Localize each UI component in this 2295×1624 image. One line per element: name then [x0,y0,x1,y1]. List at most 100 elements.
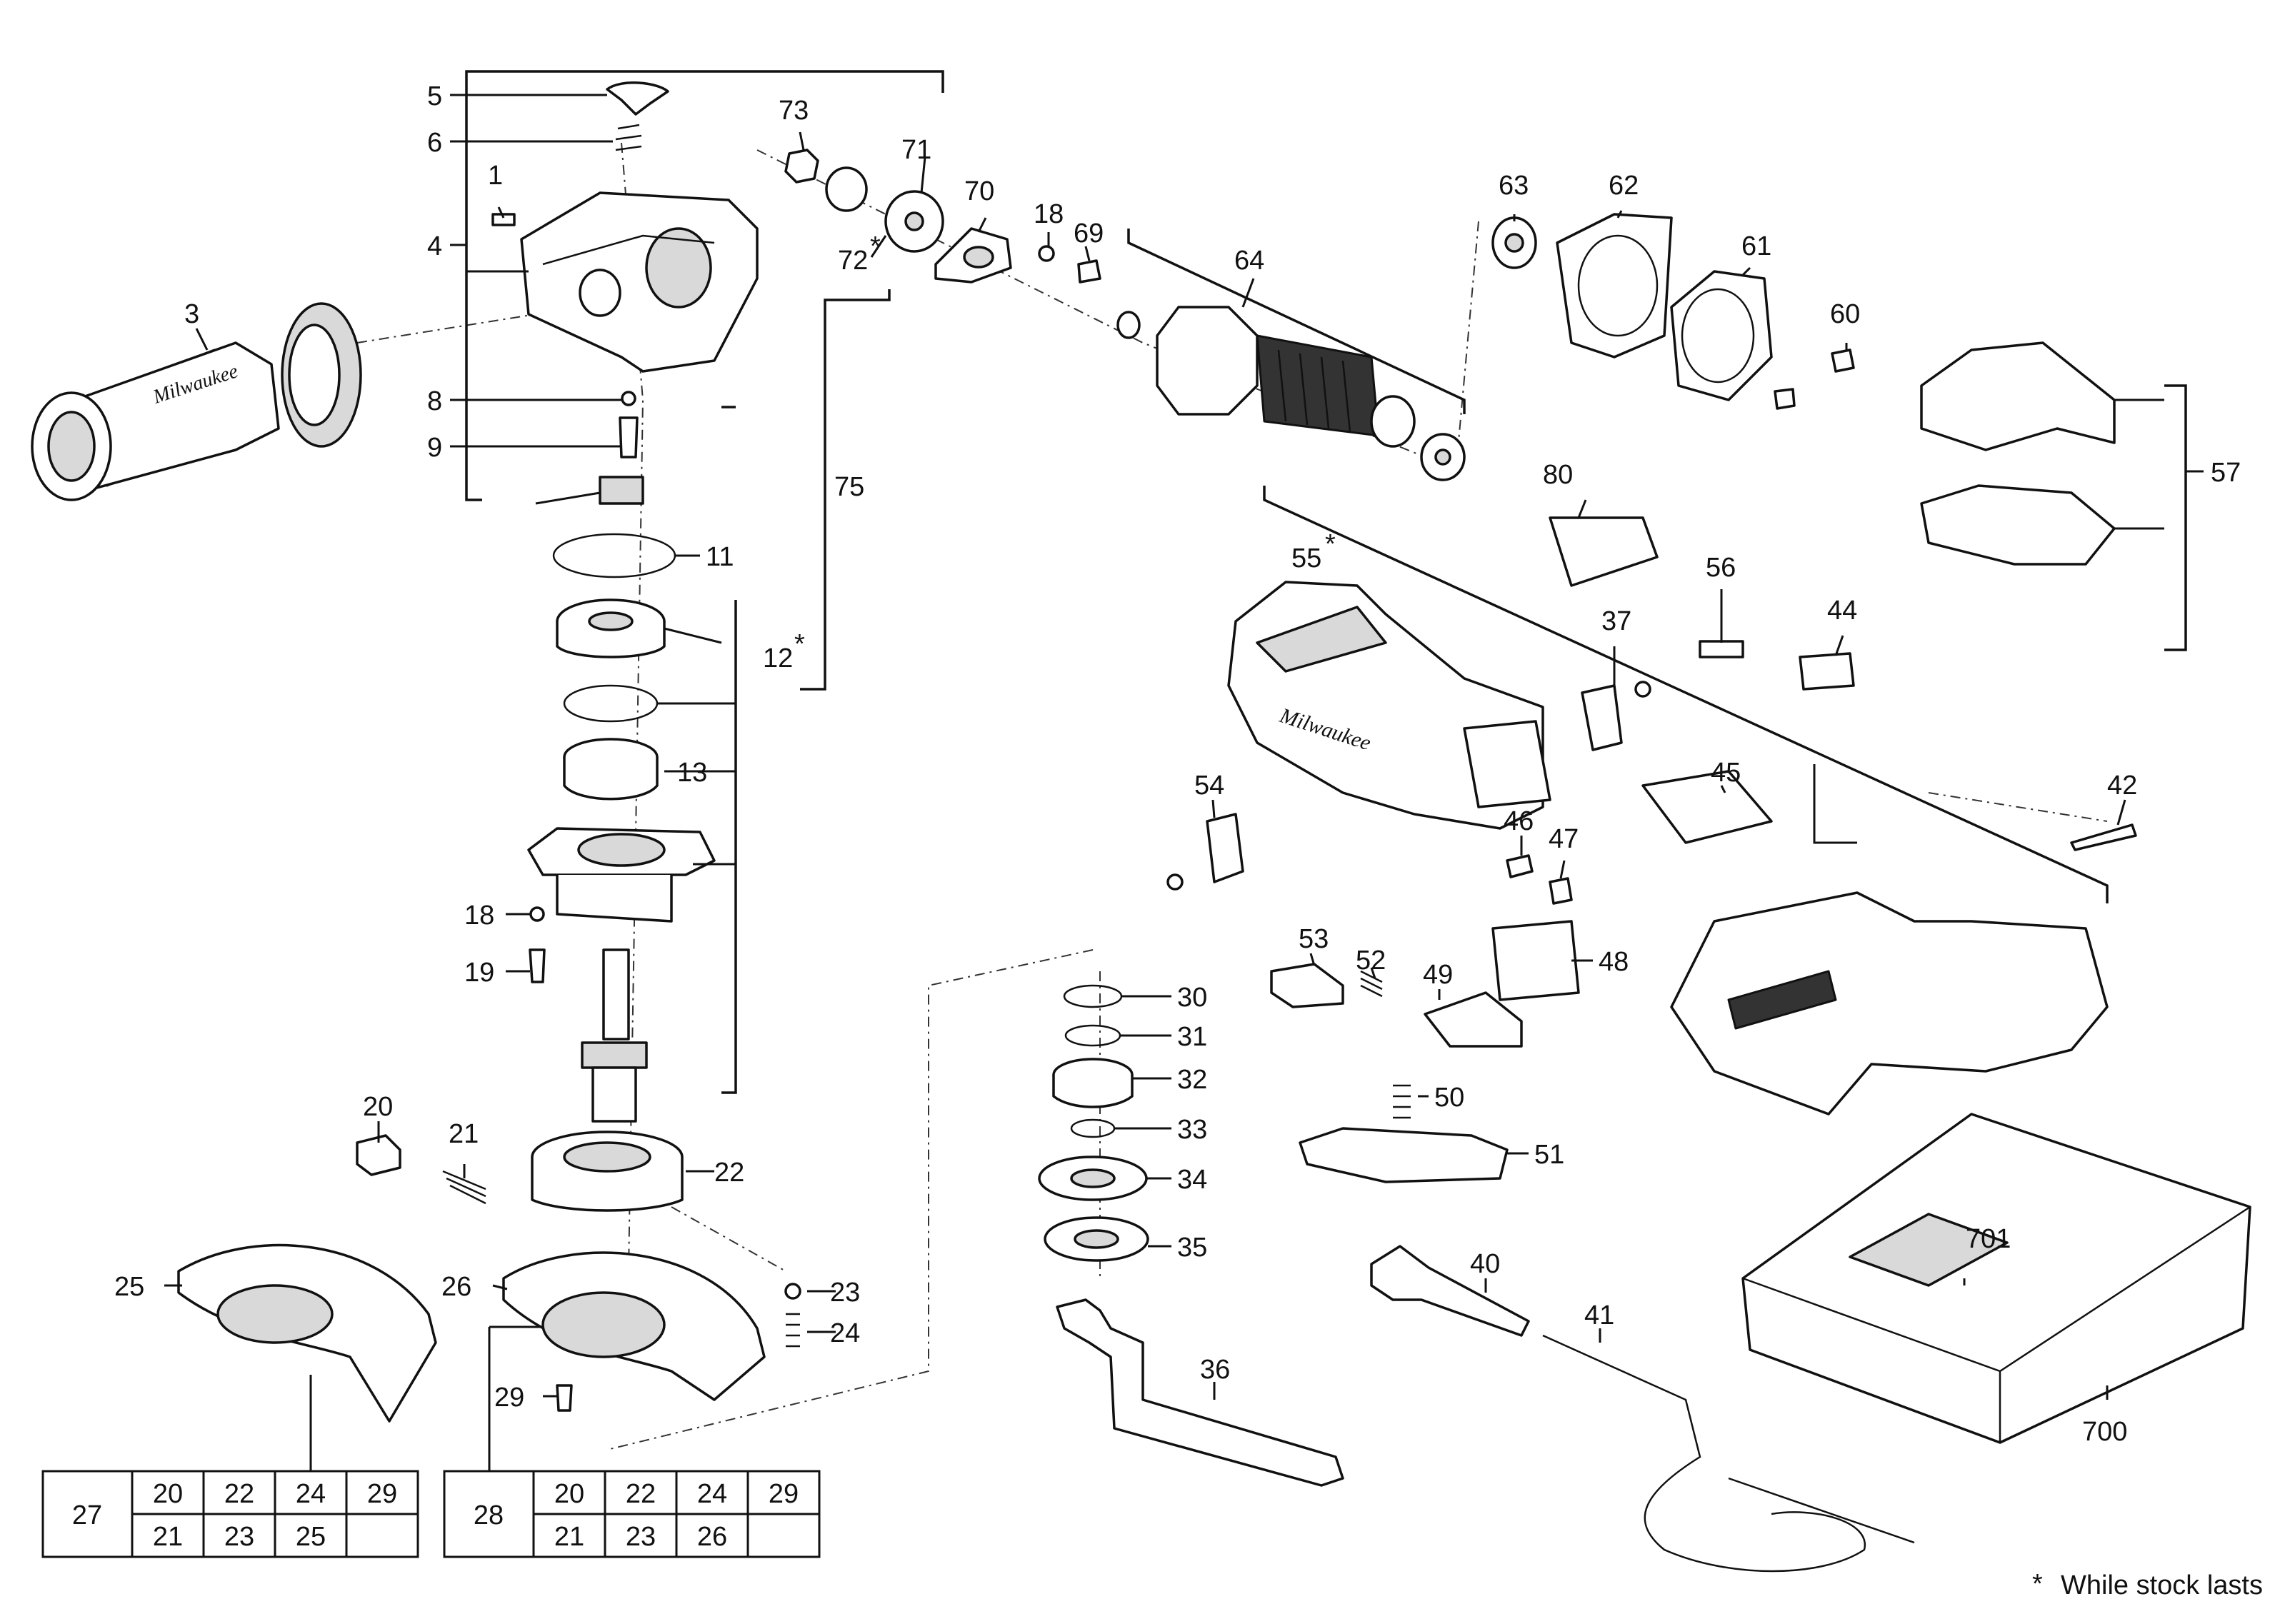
label-29: 29 [494,1383,524,1413]
label-54: 54 [1194,771,1224,801]
label-5: 5 [427,81,442,111]
label-49: 49 [1423,960,1453,990]
group-brackets [465,70,2187,1094]
label-55-asterisk: * [1325,529,1336,559]
label-42: 42 [2107,771,2137,801]
kit-28-cell: 23 [626,1522,656,1552]
kit-27-cell: 22 [224,1479,254,1509]
label-700: 700 [2082,1417,2127,1447]
label-46: 46 [1504,806,1534,836]
label-56: 56 [1706,553,1736,583]
label-24: 24 [830,1318,860,1348]
kit-27-id: 27 [72,1500,102,1530]
label-37: 37 [1601,606,1631,636]
switch-electrical-parts [1166,516,2137,1183]
label-20: 20 [363,1092,393,1122]
motor-housing-part: Milwaukee [1227,581,1551,830]
label-19: 19 [464,958,494,988]
label-52: 52 [1356,946,1386,976]
label-22: 22 [714,1158,744,1188]
kit-28-cell: 24 [697,1479,727,1509]
label-80: 80 [1543,460,1573,490]
kit-27-cell: 21 [153,1522,183,1552]
label-701: 701 [1966,1224,2011,1254]
label-18b: 18 [1034,199,1064,229]
footnote-text: While stock lasts [2061,1570,2263,1600]
label-63: 63 [1499,171,1529,201]
kit-28-cell: 22 [626,1479,656,1509]
kit-27-cell: 23 [224,1522,254,1552]
label-18a: 18 [464,901,494,931]
label-35: 35 [1177,1233,1207,1263]
leader-lines [164,94,2204,1471]
label-47: 47 [1549,824,1579,854]
guard-assembly [177,1131,801,1423]
gearbox-stack [527,533,716,1123]
label-11: 11 [706,542,734,572]
footnote: * While stock lasts [2032,1569,2263,1600]
label-33: 33 [1177,1115,1207,1145]
label-40: 40 [1470,1249,1500,1279]
label-75: 75 [834,472,864,502]
cord-parts [1370,1245,1915,1573]
kit-table-28: 28 20 22 24 29 21 23 26 [443,1470,821,1558]
label-69: 69 [1074,219,1104,249]
label-12-asterisk: * [794,629,805,659]
fan-baffle-parts [1491,213,1855,410]
label-34: 34 [1177,1165,1207,1195]
label-71: 71 [901,135,931,165]
kit-27-cell: 29 [367,1479,397,1509]
kit-28-cell: 20 [554,1479,584,1509]
label-4: 4 [427,231,442,261]
label-32: 32 [1177,1065,1207,1095]
carry-case-part [1741,1113,2251,1444]
label-6: 6 [427,128,442,158]
label-72-asterisk: * [870,231,881,261]
label-26: 26 [441,1272,471,1302]
bearing-parts [784,149,1101,284]
side-handle-part: Milwaukee [31,302,362,501]
label-3: 3 [184,299,199,329]
label-53: 53 [1299,924,1329,954]
label-21: 21 [449,1119,479,1149]
kit-28-cell: 26 [697,1522,727,1552]
label-61: 61 [1741,231,1771,261]
label-73: 73 [779,96,809,126]
label-1: 1 [488,161,503,191]
kit-27-cell: 24 [296,1479,326,1509]
kit-28-cell: 29 [769,1479,799,1509]
label-60: 60 [1830,299,1860,329]
label-13: 13 [677,758,707,788]
footnote-asterisk: * [2032,1569,2043,1599]
label-25: 25 [114,1272,144,1302]
gear-head-group [491,81,759,505]
label-64: 64 [1234,246,1264,276]
label-12: 12 [763,643,793,673]
rear-cover-parts [1670,341,2116,1116]
kit-table-27: 27 20 22 24 29 21 23 25 [41,1470,419,1558]
label-23: 23 [830,1278,860,1308]
label-44: 44 [1827,596,1857,626]
label-62: 62 [1609,171,1639,201]
label-57: 57 [2211,458,2241,488]
kit-28-id: 28 [474,1500,504,1530]
label-9: 9 [427,433,442,463]
label-50: 50 [1434,1083,1464,1113]
label-36: 36 [1200,1355,1230,1385]
label-48: 48 [1599,947,1629,977]
label-31: 31 [1177,1022,1207,1052]
label-55: 55 [1291,543,1321,573]
label-51: 51 [1534,1140,1564,1170]
flange-stack [1038,984,1344,1487]
armature-part [1116,306,1466,481]
label-72: 72 [838,246,868,276]
label-45: 45 [1711,758,1741,788]
kit-27-cell: 25 [296,1522,326,1552]
kit-27-cell: 20 [153,1479,183,1509]
label-30: 30 [1177,983,1207,1013]
label-70: 70 [964,176,994,206]
label-41: 41 [1584,1300,1614,1330]
label-8: 8 [427,386,442,416]
part-labels: 5 6 1 4 3 8 9 11 12 * 13 18 19 20 21 22 … [114,81,2241,1447]
